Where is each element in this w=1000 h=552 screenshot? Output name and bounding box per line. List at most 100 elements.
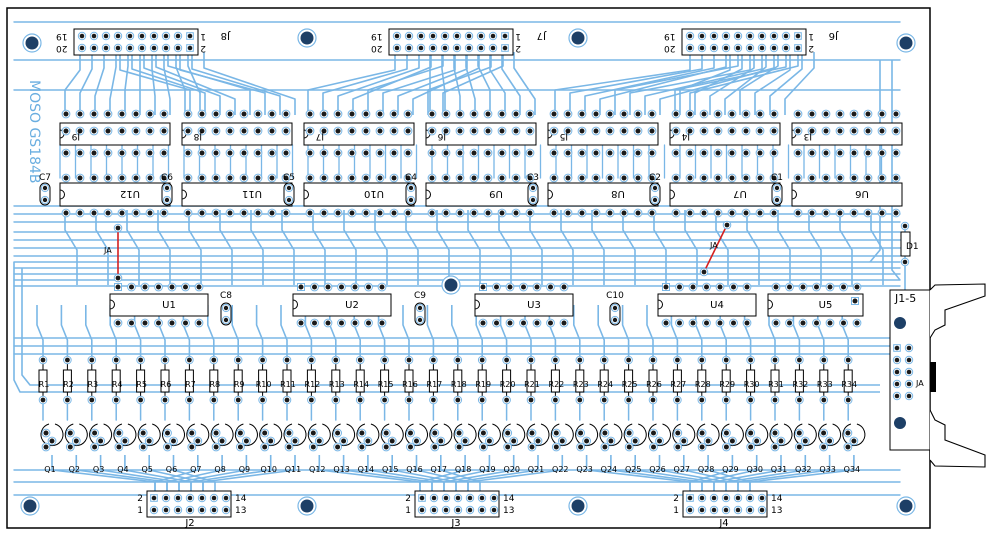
- resistor-pin: [406, 357, 412, 363]
- transistor-ref-label: Q26: [649, 465, 665, 474]
- header-pin: [139, 33, 145, 39]
- ic-bus-trace: [405, 210, 419, 285]
- resistor-body: [819, 369, 829, 393]
- resistor-body: [160, 369, 170, 393]
- ic-notch: [669, 189, 675, 200]
- capacitor-pin: [223, 317, 229, 323]
- ic-pin: [339, 320, 344, 326]
- ic-pin: [690, 284, 696, 290]
- resistor-ref-label: R9: [234, 380, 245, 389]
- header-fanout-trace: [569, 52, 703, 115]
- socket-pin: [837, 150, 843, 156]
- ic-pin: [199, 175, 205, 181]
- socket-pin: [307, 150, 313, 156]
- ic-pin: [565, 175, 571, 181]
- transistor-ref-label: Q15: [382, 465, 398, 474]
- components: [38, 28, 986, 518]
- ic-pin: [196, 320, 202, 326]
- ic-pin: [621, 175, 627, 181]
- socket-pin: [879, 111, 885, 117]
- header-pin-label-1: 1: [673, 506, 679, 516]
- socket-ref-label: J5: [560, 131, 569, 141]
- ic-pin: [513, 175, 519, 181]
- mounting-holes: [20, 28, 916, 516]
- header-pin: [431, 507, 437, 513]
- ic-bus-trace: [839, 210, 853, 285]
- socket-pin: [579, 128, 585, 134]
- capacitor-ref-label: C6: [161, 173, 173, 183]
- header-fanout-trace: [694, 52, 743, 115]
- ic-pin: [169, 320, 175, 326]
- ic-bus-trace: [157, 210, 171, 285]
- resistor-ref-label: R5: [136, 380, 147, 389]
- transistor-pin: [189, 444, 195, 450]
- transistor-pin: [165, 430, 170, 436]
- resistor-ref-label: R13: [329, 380, 345, 389]
- transistor-pin: [335, 430, 341, 436]
- socket-pin: [429, 150, 435, 156]
- transistor-pin: [335, 444, 341, 450]
- socket-pin: [701, 111, 707, 117]
- transistor-pin: [578, 444, 584, 450]
- resistor-body: [648, 369, 658, 393]
- transistor-pin: [73, 438, 79, 444]
- header-pin-label-1: 1: [137, 506, 143, 516]
- resistor-pin: [577, 397, 583, 403]
- header-fanout-trace: [724, 52, 767, 115]
- resistor-pin: [89, 397, 95, 403]
- header-pin: [783, 45, 789, 51]
- ic-pin: [312, 320, 317, 326]
- header-pin: [711, 45, 717, 51]
- ic-pin: [800, 320, 806, 326]
- header-fanout-trace: [109, 52, 117, 115]
- ic-bus-trace: [870, 210, 884, 285]
- resistor-pin: [723, 357, 729, 363]
- ic-notch: [59, 189, 65, 200]
- resistor-pin: [431, 357, 436, 363]
- header-pin: [467, 507, 473, 513]
- header-fanout-trace: [175, 52, 186, 115]
- resistor-pin: [431, 397, 436, 403]
- ic-pin: [548, 284, 553, 290]
- ic-ref-label: U8: [611, 188, 625, 199]
- resistor-pin: [626, 397, 631, 403]
- transistor-pin: [723, 430, 729, 436]
- header-fanout-trace: [599, 52, 727, 115]
- socket-pin: [621, 128, 627, 134]
- header-pin: [151, 507, 157, 513]
- jumper-ref-label: JA: [103, 246, 112, 255]
- header-pin-label-13: 13: [503, 506, 514, 516]
- transistor-pin: [116, 430, 122, 436]
- transistor-ref-label: Q23: [576, 465, 592, 474]
- header-pin-label-13: 13: [771, 506, 782, 516]
- transistor-ref-label: Q3: [93, 465, 104, 474]
- resistor-ref-label: R30: [744, 380, 760, 389]
- header-pin-label-13: 13: [235, 506, 246, 516]
- mounting-hole: [23, 499, 37, 513]
- ic-pin: [119, 175, 125, 181]
- transistor-pin: [146, 438, 152, 444]
- socket-ref-label: J3: [804, 131, 813, 141]
- transistor-pin: [505, 444, 511, 450]
- socket-pin: [673, 111, 679, 117]
- transistor-pin: [262, 430, 268, 436]
- socket-pin: [405, 128, 411, 134]
- socket-pin: [429, 128, 435, 134]
- socket-pin: [865, 150, 871, 156]
- resistor-ref-label: R17: [427, 380, 443, 389]
- header-fanout-trace: [397, 52, 468, 115]
- resistor-pin: [821, 357, 827, 363]
- resistor-body: [502, 369, 512, 393]
- socket-pin: [321, 111, 327, 117]
- transistor-pin: [116, 444, 122, 450]
- socket-pin: [133, 128, 139, 134]
- transistor-pin: [286, 444, 292, 450]
- ic-pin: [471, 210, 477, 216]
- socket-pin: [147, 111, 153, 117]
- socket-pin: [635, 128, 641, 134]
- socket-pin: [119, 128, 125, 134]
- header-pin: [199, 507, 205, 513]
- socket-pin: [429, 111, 435, 117]
- socket-pin: [809, 150, 815, 156]
- transistor-pin: [219, 438, 225, 444]
